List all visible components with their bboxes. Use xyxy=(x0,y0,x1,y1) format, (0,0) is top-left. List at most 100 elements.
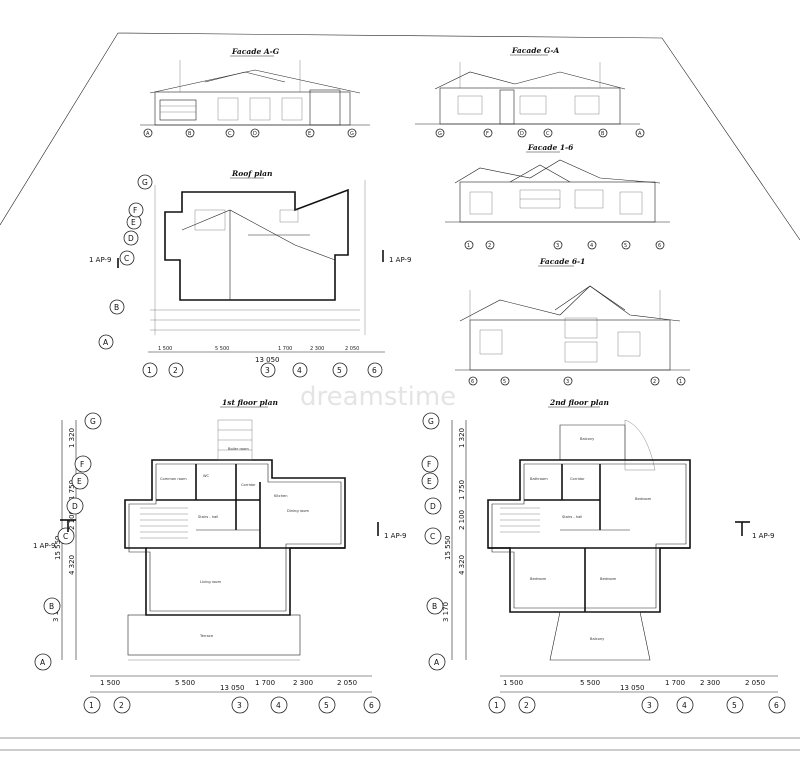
svg-text:2 300: 2 300 xyxy=(293,679,313,687)
facade-61-title: Facade 6-1 xyxy=(539,257,585,266)
svg-text:1 320: 1 320 xyxy=(458,428,466,448)
room2-bedroom-b: Bedroom xyxy=(600,577,617,581)
svg-text:G: G xyxy=(350,131,354,137)
svg-text:G: G xyxy=(428,417,434,426)
svg-text:2: 2 xyxy=(173,366,178,375)
facade-16-title: Facade 1-6 xyxy=(527,143,574,152)
svg-text:1: 1 xyxy=(494,701,499,710)
roof-plan: Roof plan 13 050 1 500 5 500 1 700 2 300… xyxy=(89,169,412,378)
facade-16-axis-bubbles: 1 2 3 4 5 6 xyxy=(464,240,665,250)
svg-text:2 050: 2 050 xyxy=(337,679,357,687)
svg-text:4 320: 4 320 xyxy=(68,555,76,575)
floor1-stairs xyxy=(140,507,188,539)
svg-text:A: A xyxy=(434,658,440,667)
svg-text:3 170: 3 170 xyxy=(442,602,450,622)
svg-text:B: B xyxy=(49,602,54,611)
watermark: dreamstime xyxy=(300,382,456,412)
facade-ag-axis-bubbles: A B C D E G xyxy=(143,128,357,138)
floor1-axis-numbers: 1 2 3 4 5 6 xyxy=(83,696,381,714)
svg-text:15 550: 15 550 xyxy=(444,536,452,561)
sheet-outline xyxy=(0,32,800,241)
svg-text:2 300: 2 300 xyxy=(310,346,324,352)
svg-text:C: C xyxy=(430,532,435,541)
facade-ga-axis-bubbles: G F D C B A xyxy=(435,128,645,138)
svg-text:1 750: 1 750 xyxy=(68,480,76,500)
svg-text:2: 2 xyxy=(488,243,491,249)
svg-text:6: 6 xyxy=(774,701,779,710)
room-kitchen: Kitchen xyxy=(274,494,288,498)
svg-text:5 500: 5 500 xyxy=(580,679,600,687)
svg-text:D: D xyxy=(253,131,257,137)
svg-text:1 500: 1 500 xyxy=(158,346,172,352)
svg-text:C: C xyxy=(228,131,232,137)
roof-axis-letters: A B C D E F G xyxy=(98,174,153,350)
svg-text:5: 5 xyxy=(337,366,342,375)
svg-text:1 750: 1 750 xyxy=(458,480,466,500)
floor2-stairs xyxy=(500,507,540,533)
roof-axis-numbers: 1 2 3 4 5 6 xyxy=(142,362,383,378)
svg-text:B: B xyxy=(188,131,192,137)
room2-corridor: Corridor xyxy=(570,477,585,481)
facade-ga: Facade G-A G F D C B A xyxy=(415,46,645,138)
roof-section-right: 1 AP-9 xyxy=(389,256,412,264)
svg-text:4: 4 xyxy=(297,366,302,375)
svg-text:B: B xyxy=(601,131,605,137)
svg-text:B: B xyxy=(114,303,119,312)
svg-text:15 550: 15 550 xyxy=(54,536,62,561)
svg-text:3: 3 xyxy=(647,701,652,710)
svg-text:A: A xyxy=(146,131,150,137)
svg-text:1: 1 xyxy=(467,243,470,249)
facade-ag: Facade A-G A B C D E G xyxy=(140,47,370,138)
svg-text:4: 4 xyxy=(590,243,593,249)
svg-text:1 700: 1 700 xyxy=(665,679,685,687)
svg-text:3: 3 xyxy=(237,701,242,710)
svg-text:5 500: 5 500 xyxy=(175,679,195,687)
svg-text:1 700: 1 700 xyxy=(255,679,275,687)
svg-text:3: 3 xyxy=(556,243,559,249)
roof-total-dim: 13 050 xyxy=(255,356,280,364)
svg-text:B: B xyxy=(432,602,437,611)
svg-text:4: 4 xyxy=(682,701,687,710)
svg-text:1 320: 1 320 xyxy=(68,428,76,448)
svg-text:4 320: 4 320 xyxy=(458,555,466,575)
svg-text:5 500: 5 500 xyxy=(215,346,229,352)
facade-ag-title: Facade A-G xyxy=(231,47,280,56)
svg-text:5: 5 xyxy=(503,379,506,385)
facade-61: Facade 6-1 6 5 3 2 1 xyxy=(455,257,690,386)
roof-plan-title: Roof plan xyxy=(231,169,272,178)
floor1-total-dim: 13 050 xyxy=(220,684,245,692)
svg-text:1: 1 xyxy=(679,379,682,385)
svg-text:2 100: 2 100 xyxy=(458,510,466,530)
svg-text:D: D xyxy=(72,502,78,511)
room-corridor: Corridor xyxy=(241,483,256,487)
svg-text:D: D xyxy=(128,234,134,243)
room2-balcony-bottom: Balcony xyxy=(590,637,605,641)
room-wc: WC xyxy=(203,474,210,478)
svg-text:1: 1 xyxy=(147,366,152,375)
room-boiler: Boiler room xyxy=(228,447,249,451)
svg-text:5: 5 xyxy=(324,701,329,710)
floor1-section-left: 1 AP-9 xyxy=(33,542,56,550)
svg-text:A: A xyxy=(103,338,109,347)
room-dining: Dining room xyxy=(287,509,310,513)
svg-text:F: F xyxy=(133,206,137,215)
room2-bedroom-c: Bedroom xyxy=(635,497,652,501)
svg-text:6: 6 xyxy=(471,379,474,385)
svg-text:6: 6 xyxy=(372,366,377,375)
svg-text:5: 5 xyxy=(732,701,737,710)
svg-text:3: 3 xyxy=(265,366,270,375)
svg-text:E: E xyxy=(131,218,136,227)
svg-text:2 050: 2 050 xyxy=(745,679,765,687)
room-terrace: Terrace xyxy=(199,634,214,638)
svg-text:F: F xyxy=(80,460,84,469)
svg-text:G: G xyxy=(438,131,442,137)
roof-section-left: 1 AP-9 xyxy=(89,256,112,264)
svg-text:D: D xyxy=(520,131,524,137)
svg-text:6: 6 xyxy=(369,701,374,710)
svg-text:C: C xyxy=(124,254,129,263)
svg-text:E: E xyxy=(308,131,311,137)
facade-61-axis-bubbles: 6 5 3 2 1 xyxy=(468,376,686,386)
svg-text:6: 6 xyxy=(658,243,661,249)
svg-text:C: C xyxy=(63,532,68,541)
